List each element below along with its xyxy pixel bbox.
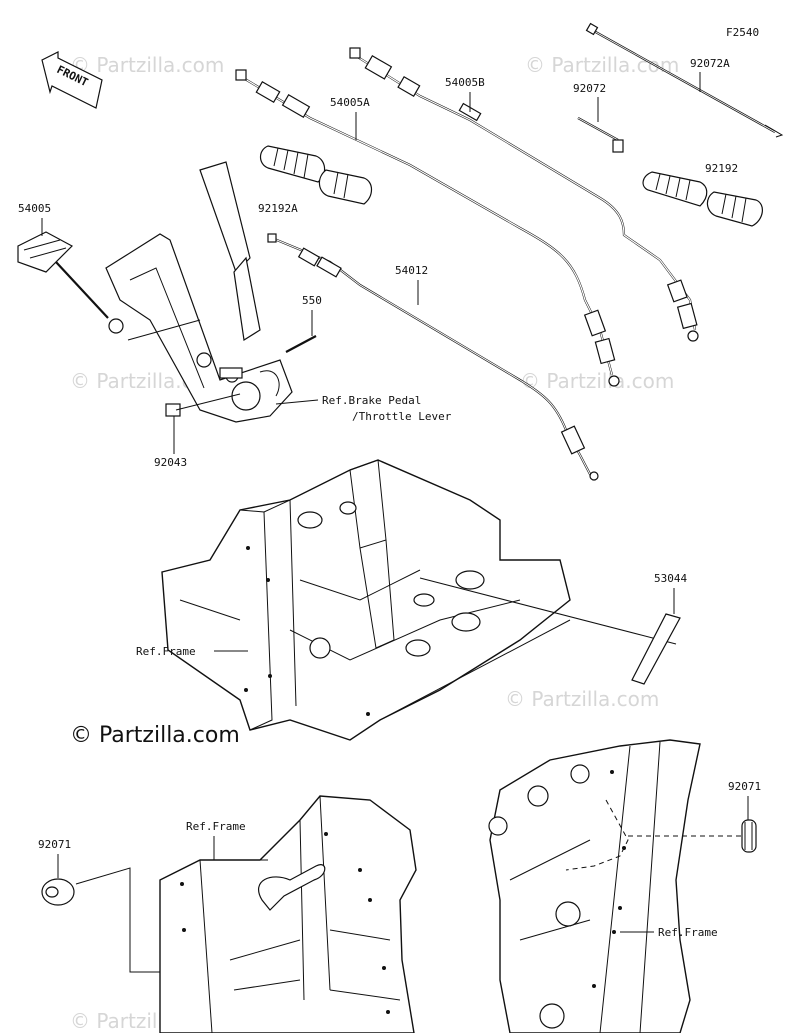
copyright-text: © Partzilla.com [70, 723, 240, 748]
bolt-92043 [165, 393, 241, 417]
label-92192A: 92192A [258, 202, 298, 215]
label-92071-left: 92071 [38, 838, 71, 851]
label-550: 550 [302, 294, 322, 307]
pin-550 [285, 335, 317, 353]
leader-brake-pedal [275, 399, 319, 405]
ref-brake-pedal: Ref.Brake Pedal [322, 394, 421, 407]
grip-92192 [642, 171, 763, 227]
frame-middle [161, 459, 677, 741]
grommet-92071-right [741, 819, 757, 853]
figure-code: F2540 [726, 26, 759, 39]
leader-frame-bottom-left [213, 836, 268, 861]
cable-tie-92072 [577, 117, 624, 153]
frame-bottom-right [488, 739, 744, 1033]
cable-54005B [349, 47, 699, 342]
ref-frame-bottom-right: Ref.Frame [658, 926, 718, 939]
lever-54005 [17, 231, 124, 334]
label-92072: 92072 [573, 82, 606, 95]
label-54005: 54005 [18, 202, 51, 215]
label-92071-right: 92071 [728, 780, 761, 793]
grip-92192A [259, 145, 373, 205]
label-92192: 92192 [705, 162, 738, 175]
label-54005A: 54005A [330, 96, 370, 109]
watermark-5: © Partzilla.com [505, 687, 659, 711]
ref-frame-middle: Ref.Frame [136, 645, 196, 658]
cable-54012 [267, 233, 599, 481]
ref-throttle-lever: /Throttle Lever [352, 410, 452, 423]
cable-54005A [235, 69, 620, 387]
strip-53044 [631, 613, 681, 685]
label-54012: 54012 [395, 264, 428, 277]
label-53044: 53044 [654, 572, 687, 585]
watermark-1: © Partzilla.com [70, 53, 224, 77]
label-92072A: 92072A [690, 57, 730, 70]
label-92043: 92043 [154, 456, 187, 469]
label-54005B: 54005B [445, 76, 485, 89]
ref-frame-bottom-left: Ref.Frame [186, 820, 246, 833]
watermark-4: © Partzilla.com [520, 369, 674, 393]
brake-lever-assembly [105, 161, 293, 423]
cable-tie-92072A [585, 22, 784, 138]
